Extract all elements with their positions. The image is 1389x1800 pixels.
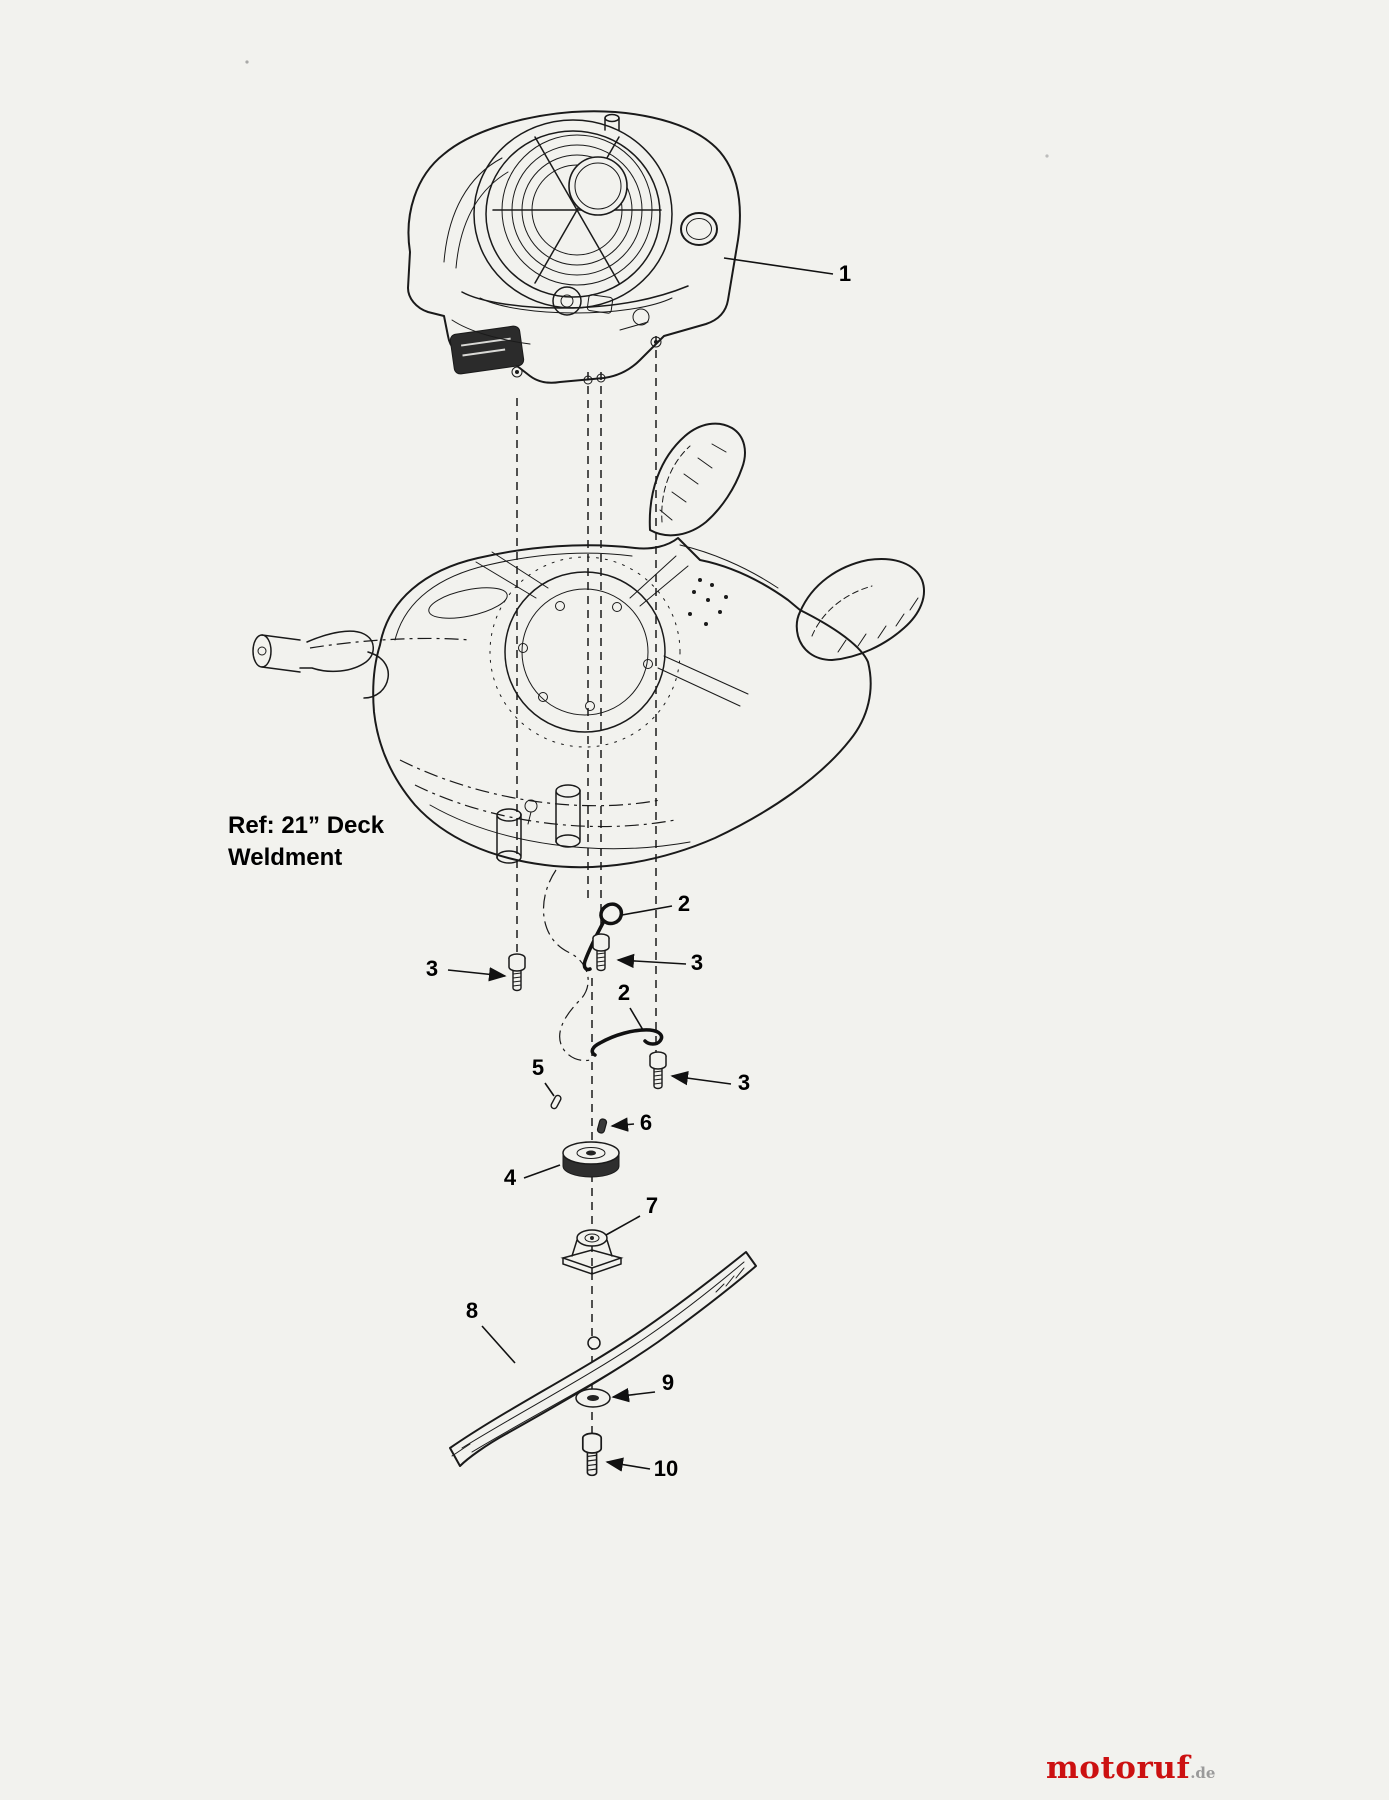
hardware-parts (449, 902, 757, 1477)
callout-label-4: 4 (504, 1165, 517, 1190)
callout-leader-8 (481, 1325, 516, 1364)
callout-label-3: 3 (691, 950, 703, 975)
center-dashed-lines (516, 336, 657, 1434)
callout-leader-2 (629, 1007, 644, 1031)
blade-bolt (581, 1432, 603, 1477)
callout-label-7: 7 (646, 1193, 658, 1218)
callout-label-10: 10 (654, 1456, 678, 1481)
scan-speckles (245, 60, 1049, 158)
watermark-tld: .de (1190, 1764, 1216, 1782)
callout-label-5: 5 (532, 1055, 544, 1080)
callout-label-9: 9 (662, 1370, 674, 1395)
callout-leader-5 (544, 1082, 555, 1097)
deck-weldment-drawing (252, 422, 925, 869)
blade-adapter (560, 1229, 624, 1275)
callout-leader-7 (605, 1215, 641, 1236)
callout-label-2: 2 (678, 891, 690, 916)
blade (449, 1251, 757, 1467)
callout-label-3: 3 (738, 1070, 750, 1095)
callout-label-6: 6 (640, 1110, 652, 1135)
callout-leader-4 (523, 1164, 561, 1179)
watermark-brand: motoruf (1046, 1750, 1191, 1786)
key (596, 1118, 608, 1134)
callout-leader-9 (611, 1387, 656, 1403)
callout-leader-2 (621, 905, 673, 916)
callout-leader-3 (616, 953, 687, 969)
bolt-left (508, 953, 526, 992)
callout-leader-6 (610, 1117, 635, 1132)
pin (550, 1094, 562, 1110)
ref-label-line1: Ref: 21” Deck (228, 812, 385, 839)
callout-leader-3 (670, 1071, 732, 1086)
callout-label-1: 1 (839, 261, 851, 286)
motoruf-watermark: motoruf.de (1046, 1750, 1215, 1786)
pulley (562, 1141, 620, 1178)
callout-label-2: 2 (618, 980, 630, 1005)
engine-drawing (407, 110, 741, 385)
callout-label-8: 8 (466, 1298, 478, 1323)
hook-rod-lower (590, 1028, 664, 1057)
bolt-upper (592, 933, 610, 972)
callout-leader-1 (723, 257, 834, 275)
bolt-lower (649, 1051, 667, 1090)
callouts-layer: 1 2 3 3 2 3 5 6 4 7 8 9 10 (426, 257, 851, 1481)
callout-leader-3 (447, 967, 507, 982)
callout-leader-10 (605, 1457, 651, 1472)
ref-label-line2: Weldment (228, 844, 343, 872)
deck-weldment-reference-label: Ref: 21” Deck Weldment (228, 810, 384, 875)
callout-label-3: 3 (426, 956, 438, 981)
washer (575, 1388, 611, 1408)
